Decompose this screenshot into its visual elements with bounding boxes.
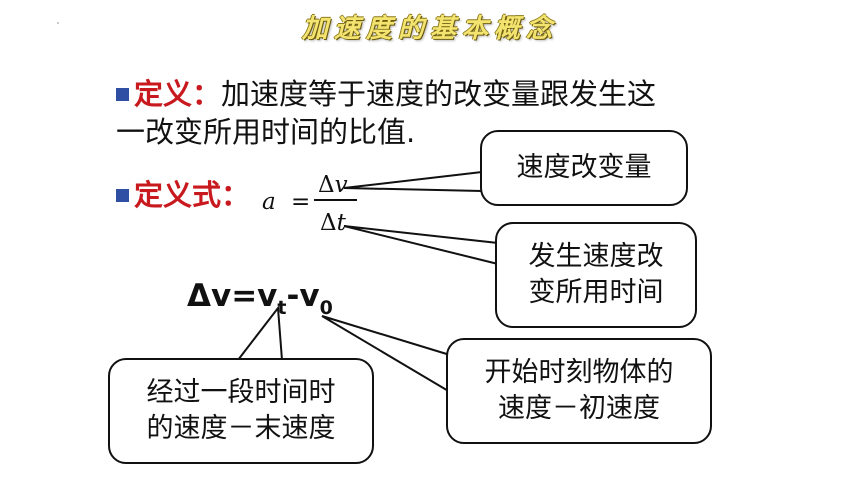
formula-equals: = [291,189,311,215]
numerator-delta: Δ [318,172,335,198]
connector-numerator [343,171,483,192]
square-bullet-icon [116,88,129,101]
definition-text-1: 加速度等于速度的改变量跟发生这 [221,77,657,111]
fraction-bar [314,199,357,201]
delta-v-minus: -v [286,278,320,314]
connector-v0 [321,315,451,393]
square-bullet-icon [116,189,129,202]
stray-dot [57,22,59,24]
denominator-var: t [336,210,346,236]
connector-denominator [343,225,499,265]
numerator-var: v [334,172,348,198]
definition-text-2: 一改变所用时间的比值. [116,115,416,149]
delta-v-formula: Δv=vt-v0 [187,281,333,318]
connector-vt [237,305,283,361]
definition-line-1: 定义：加速度等于速度的改变量跟发生这 [116,80,656,109]
fraction-numerator: Δv [318,174,348,197]
delta-v-lhs: Δv=v [187,278,278,314]
definition-label: 定义： [134,77,222,111]
callout-elapsed-time: 发生速度改 变所用时间 [495,222,697,328]
formula-lhs: a = [262,191,310,214]
slide-title: 加速度的基本概念 [301,14,558,44]
subscript-0: 0 [319,297,333,319]
callout-final-velocity: 经过一段时间时 的速度－末速度 [108,358,374,464]
callout-initial-velocity: 开始时刻物体的 速度－初速度 [446,338,712,444]
denominator-delta: Δ [320,210,337,236]
formula-lhs-var: a [262,189,276,215]
fraction-denominator: Δt [320,212,346,235]
formula-def-line: 定义式： [116,181,250,210]
subscript-t: t [277,297,287,319]
formula-def-label: 定义式： [134,178,251,212]
callout-velocity-change: 速度改变量 [480,130,688,206]
